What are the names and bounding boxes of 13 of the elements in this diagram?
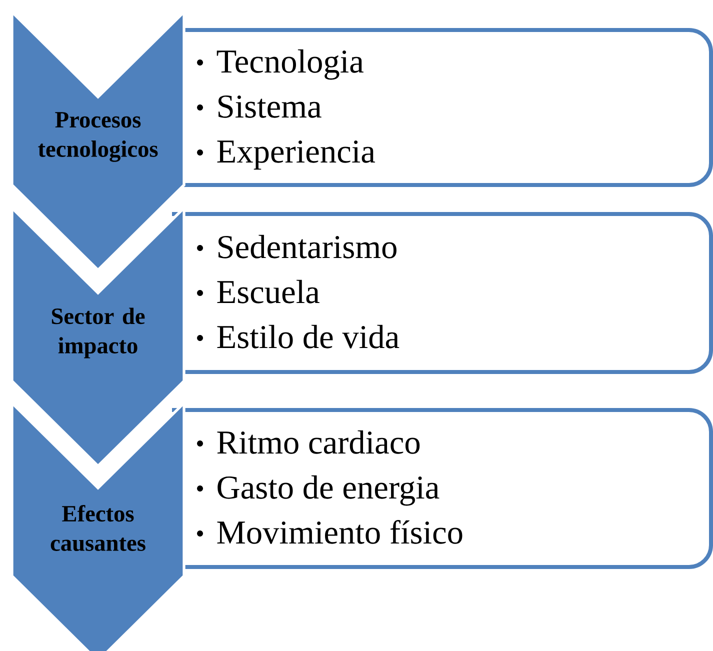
node-label: Tecnologia [216,49,364,80]
list-box: Ritmo cardiaco Gasto de energia Movimiento físico [172,408,713,569]
node-label: Experiencia [217,140,376,170]
node-label: Sedentarismo [218,234,396,258]
node-label: Escuela [217,280,320,304]
list-box: Sedentarismo Escuela Estilo de vida [172,212,713,374]
list-box: Tecnologia Sistema Experiencia [172,28,713,187]
node-label: Ritmo cardiaco [217,430,420,454]
node-label: Efectos causantes [50,504,146,552]
node-label: Sistema [218,95,322,118]
node-label: Movimiento físico [217,520,462,544]
node-label: Gasto de energia [218,475,440,506]
node-label: Estilo de vida [217,324,400,348]
